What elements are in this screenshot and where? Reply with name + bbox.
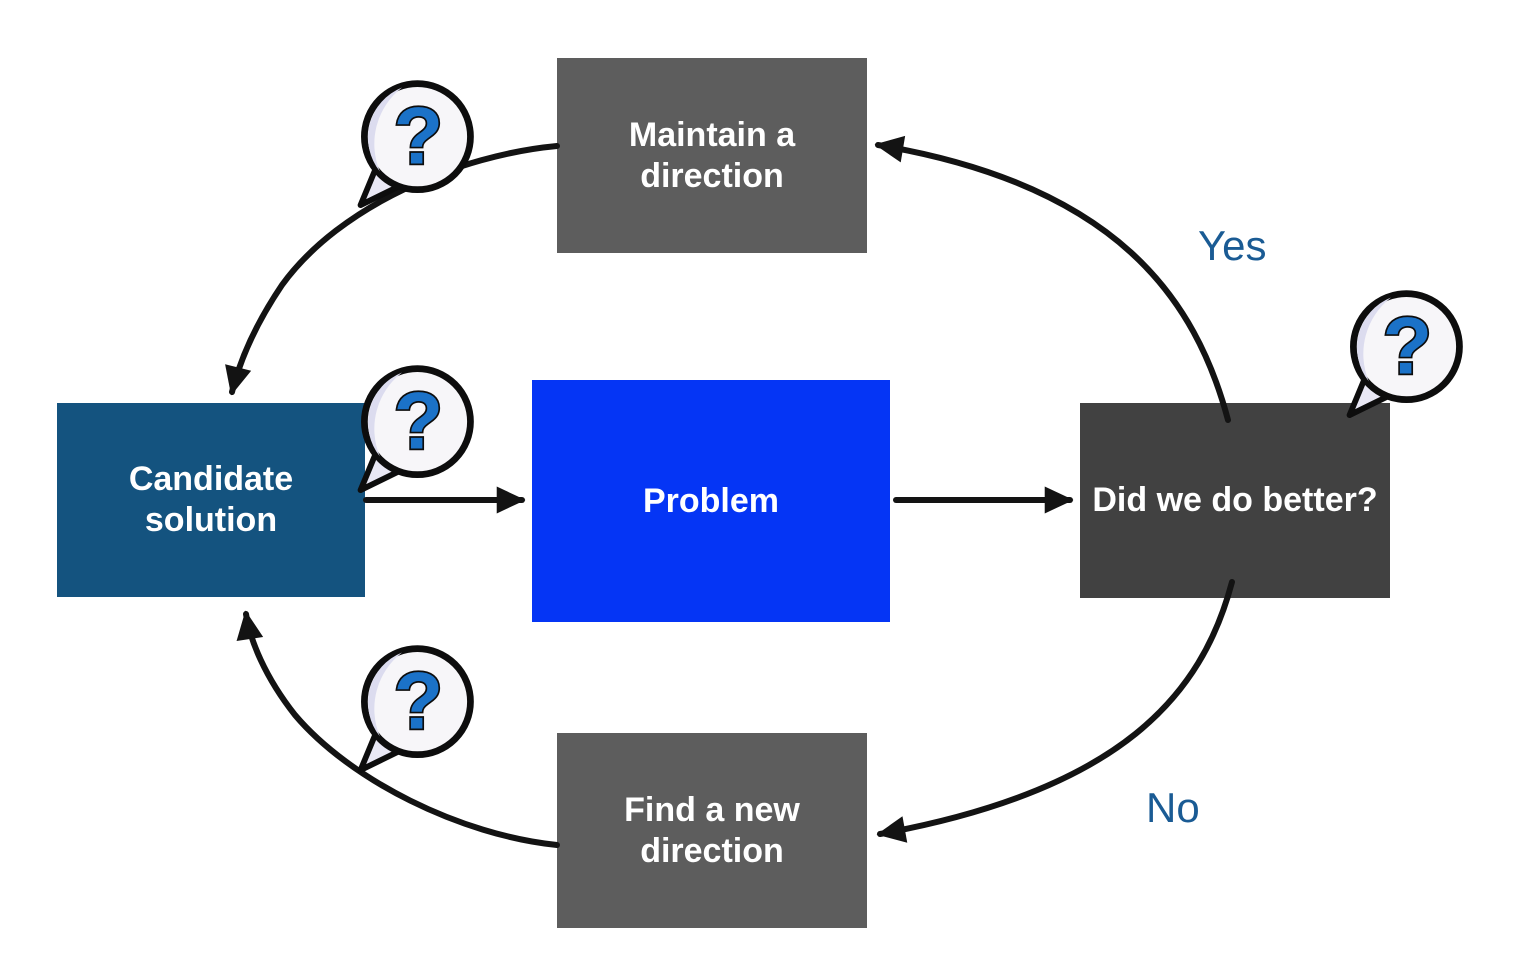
question-bubble-icon [348,73,483,208]
node-label: Maintain a direction [628,115,796,195]
edge-label-yes: Yes [1198,222,1267,269]
edge-label-no: No [1146,784,1200,831]
node-label: Candidate solution [128,460,294,539]
node-problem: Problem [532,380,890,622]
question-bubble-icon [348,358,483,493]
node-did-we-do-better: Did we do better? [1080,403,1390,598]
node-label: Did we do better? [1092,481,1378,520]
node-candidate-solution: Candidate solution [57,403,365,597]
question-bubble-icon [1337,283,1472,418]
node-label: Find a new direction [624,790,800,870]
node-maintain-direction: Maintain a direction [557,58,867,253]
node-label: Problem [642,481,780,520]
question-bubble-icon [348,638,483,773]
arrow-did-to-maintain-yes [874,135,1231,423]
node-find-new-direction: Find a new direction [557,733,867,928]
